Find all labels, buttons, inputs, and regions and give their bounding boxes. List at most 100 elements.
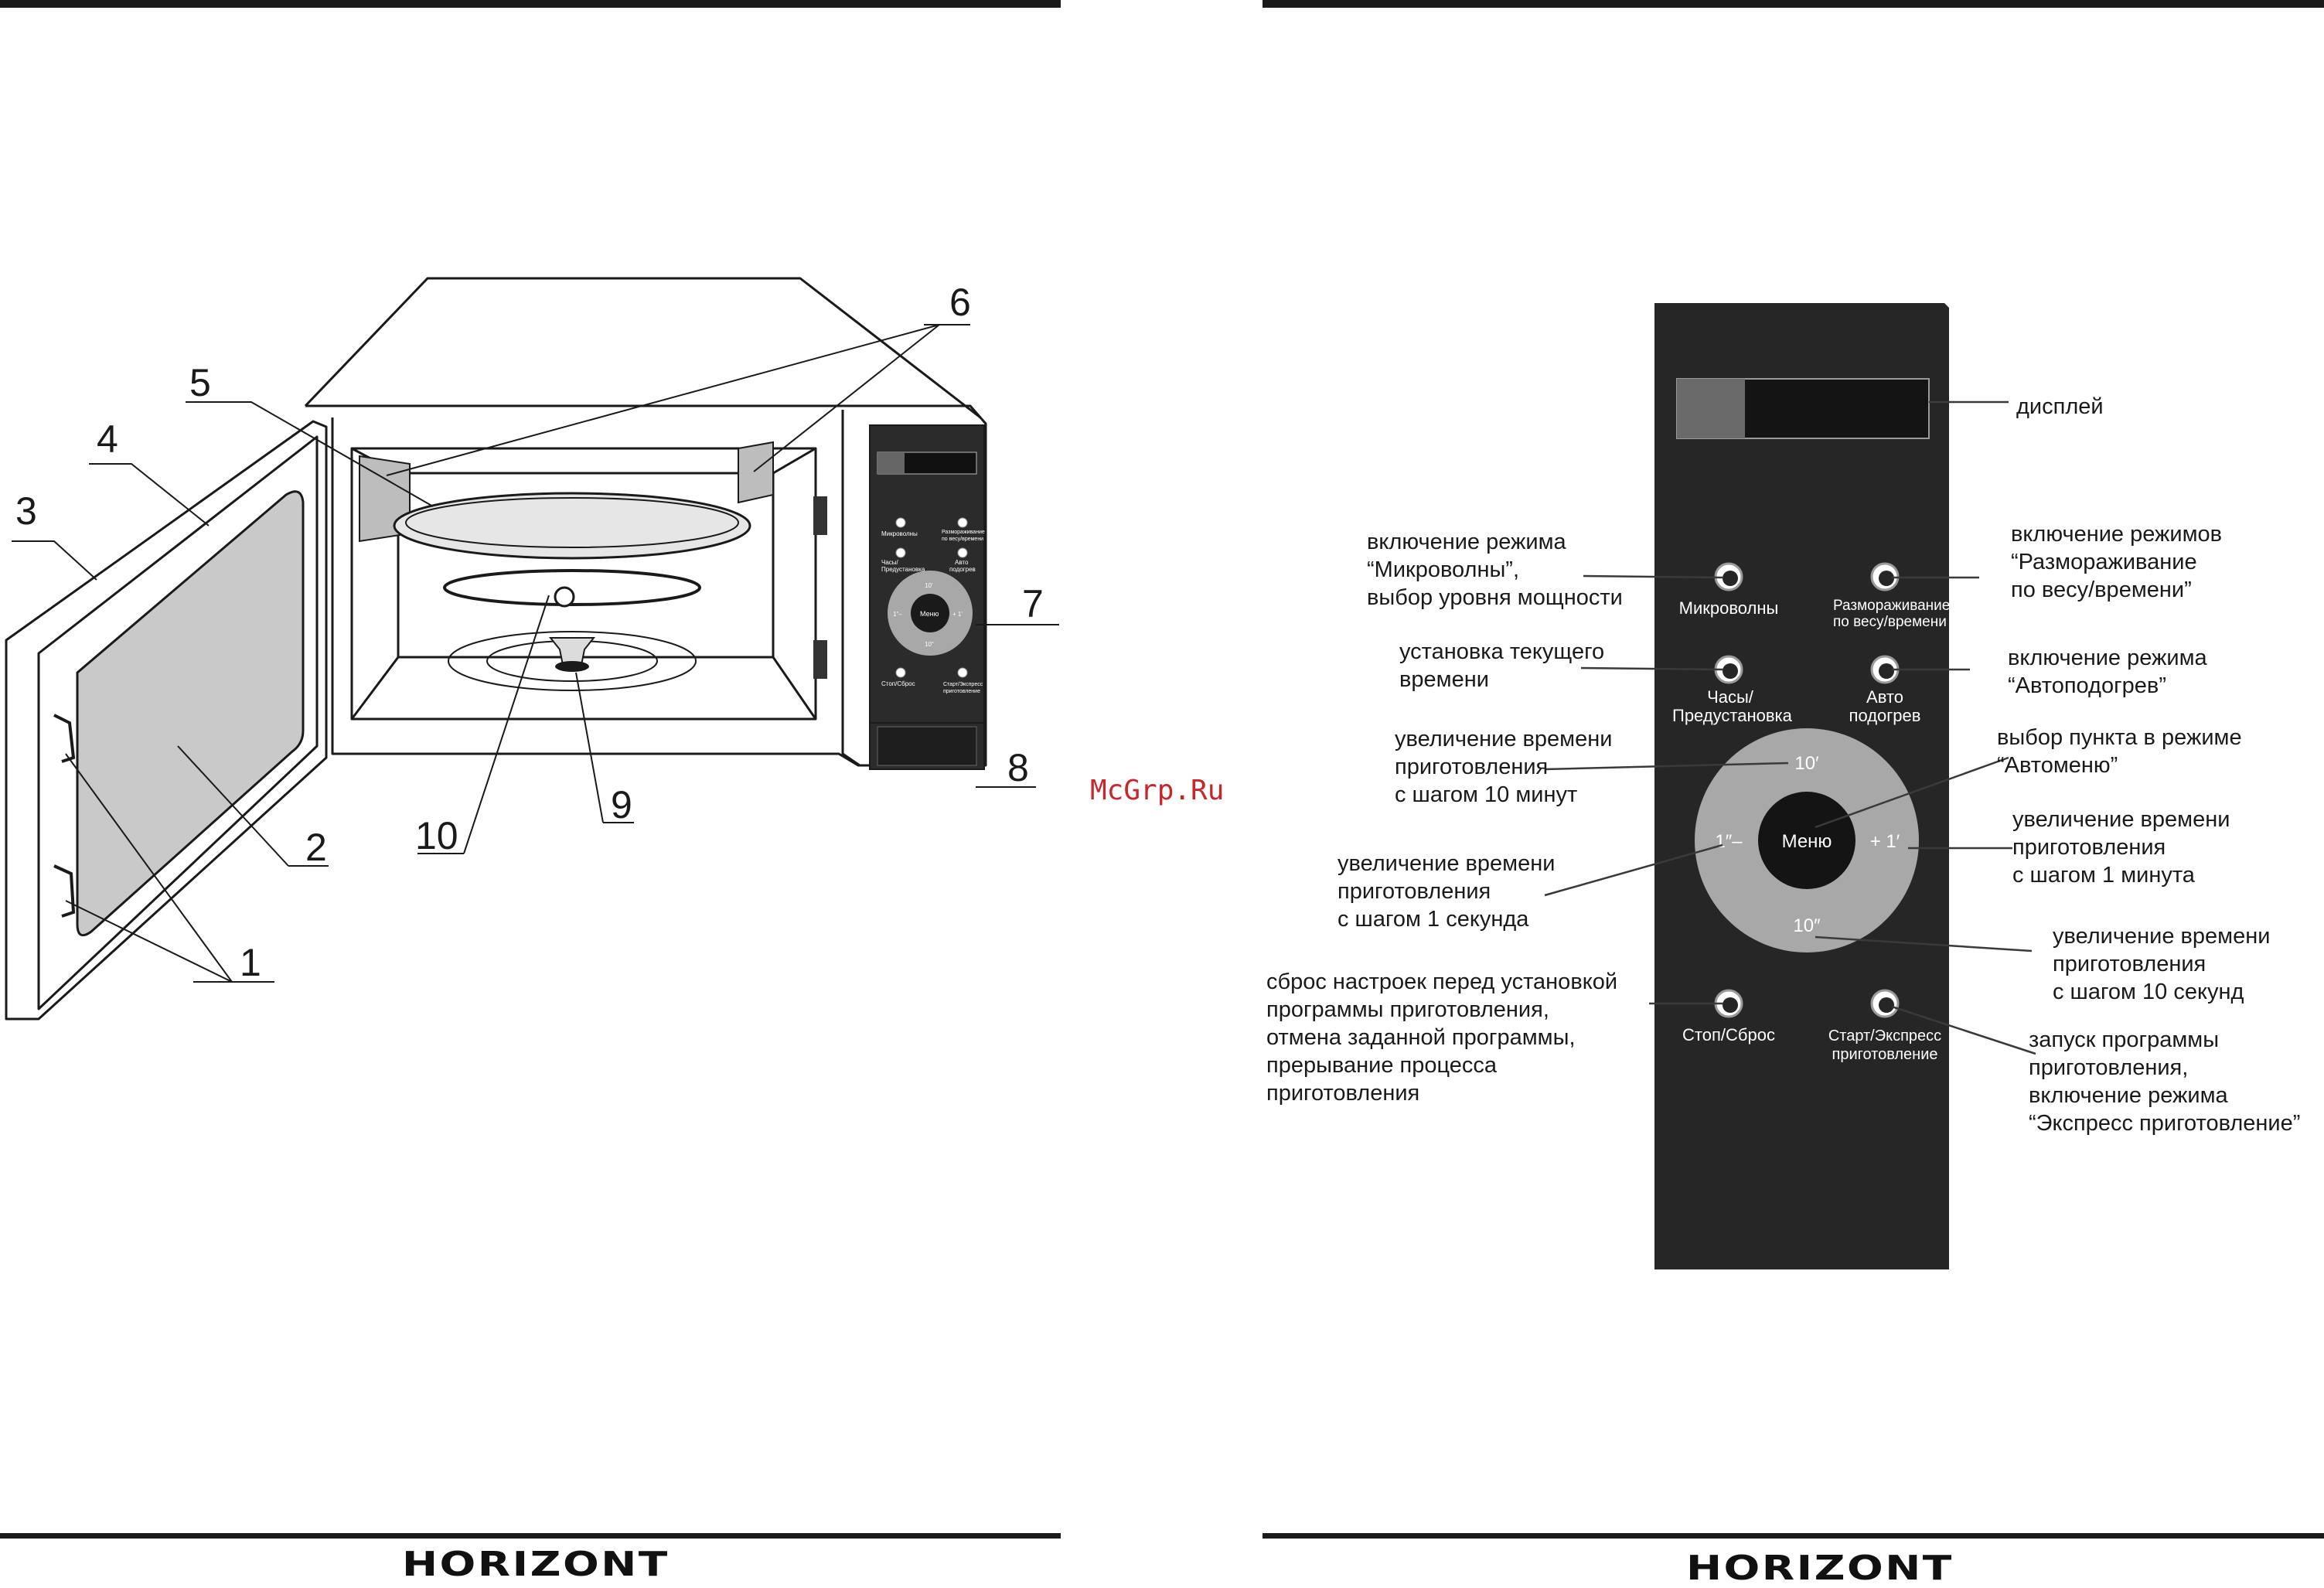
leader-menu [1815, 756, 2009, 829]
annotation-auto-line: “Автоподогрев” [2008, 673, 2166, 698]
door-window [76, 490, 305, 937]
callout-5: 5 [189, 361, 211, 404]
mini-label-defrost-1: Размораживание [942, 530, 985, 535]
panel-label-microwave: Микроволны [1678, 598, 1779, 618]
annotation-stop-line: приготовления [1266, 1081, 1420, 1106]
coupler [548, 637, 596, 666]
mini-label-1sec: 1"– [893, 611, 902, 618]
annotation-clock-line: времени [1399, 667, 1489, 692]
mini-label-10sec: 10" [925, 641, 934, 648]
glass-tray [393, 492, 751, 560]
side-frame [841, 410, 860, 767]
bottom-rule [1263, 1533, 2324, 1539]
lid-outline [304, 277, 981, 419]
mini-label-auto-2: подогрев [949, 566, 976, 573]
panel-label-auto: Авто подогрев [1832, 688, 1937, 725]
cavity-floor [448, 631, 697, 691]
annotation-1sec-line: приготовления [1337, 879, 1491, 904]
callout-1: 1 [240, 941, 261, 984]
annotation-1min: увеличение времени приготовления с шагом… [2012, 806, 2230, 889]
annotation-1sec: увеличение времени приготовления с шагом… [1337, 850, 1555, 933]
control-panel-diagram: 10′ 1″– Меню + 1′ 10″ [1263, 0, 2324, 1539]
panel-label-start-2: приготовление [1832, 1046, 1938, 1063]
panel-label-defrost-1: Размораживание [1833, 598, 1951, 614]
annotation-auto: включение режима “Автоподогрев” [2008, 644, 2207, 700]
page-left: Микроволны Размораживание по весу/времен… [0, 0, 1162, 1584]
callout-6: 6 [949, 281, 971, 324]
annotation-start-line: запуск программы [2029, 1027, 2220, 1052]
mini-button-auto [957, 547, 968, 558]
annotation-stop-line: прерывание процесса [1266, 1053, 1498, 1078]
annotation-start-line: включение режима [2029, 1083, 2228, 1108]
mini-label-clock-1: Часы/ [881, 559, 899, 566]
panel-label-clock: Часы/ Предустановка [1672, 687, 1792, 725]
mini-label-microwave: Микроволны [881, 530, 918, 537]
annotation-microwave: включение режима “Микроволны”, выбор уро… [1367, 528, 1623, 612]
mini-label-1min: + 1' [952, 611, 963, 618]
callout-7: 7 [1022, 582, 1044, 625]
panel-label-defrost-2: по весу/времени [1833, 614, 1947, 630]
mini-button-defrost [957, 517, 968, 528]
annotation-1min-line: увеличение времени [2012, 807, 2230, 832]
annotation-10sec: увеличение времени приготовления с шагом… [2053, 922, 2270, 1006]
bottom-rule [0, 1533, 1061, 1539]
annotation-1sec-line: увеличение времени [1337, 851, 1556, 876]
annotation-10min-line: приготовления [1395, 755, 1549, 779]
annotation-stop-line: программы приготовления, [1266, 997, 1549, 1022]
annotation-10sec-line: приготовления [2053, 952, 2206, 976]
annotation-1sec-line: с шагом 1 секунда [1337, 907, 1529, 932]
annotation-microwave-line: выбор уровня мощности [1367, 585, 1623, 610]
brand-logo-left: HORIZONT [402, 1545, 670, 1584]
brand-logo-right: HORIZONT [1686, 1549, 1954, 1588]
annotation-menu-line: “Автоменю” [1997, 753, 2118, 778]
annotation-10min-line: с шагом 10 минут [1395, 782, 1578, 807]
annotation-clock-line: установка текущего [1399, 639, 1605, 664]
panel-label-clock-1: Часы/ [1707, 687, 1753, 707]
annotation-microwave-line: включение режима [1367, 530, 1566, 554]
callout-9: 9 [611, 783, 632, 826]
mini-button-clock [895, 547, 906, 558]
door-latches [53, 714, 76, 918]
mini-button-start [957, 667, 968, 678]
callout-8: 8 [1007, 746, 1029, 789]
annotation-menu-line: выбор пункта в режиме [1997, 725, 2242, 750]
top-rule [1263, 0, 2324, 8]
annotation-stop: сброс настроек перед установкой программ… [1266, 968, 1617, 1107]
mini-button-microwave [895, 517, 906, 528]
annotation-start: запуск программы приготовления, включени… [2029, 1026, 2300, 1137]
callout-4: 4 [97, 417, 118, 461]
door-outline [5, 420, 328, 1021]
callout-2: 2 [305, 826, 327, 869]
annotation-10sec-line: увеличение времени [2053, 924, 2271, 949]
roller-ring [443, 569, 701, 606]
top-rule [0, 0, 1061, 8]
mini-label-start-1: Старт/Экспресс [943, 682, 983, 687]
side-slot-top [813, 496, 827, 535]
panel-label-clock-2: Предустановка [1672, 706, 1792, 725]
dial-label-10sec: 10″ [1793, 915, 1821, 936]
dial-label-1sec: 1″– [1715, 831, 1743, 852]
panel-label-start: Старт/Экспресс приготовление [1827, 1027, 1943, 1064]
mini-label-menu: Меню [920, 610, 939, 618]
microwave-illustration: Микроволны Размораживание по весу/времен… [0, 0, 1061, 1539]
leader-10sec [1815, 935, 2033, 952]
leader-10min [1544, 762, 1789, 771]
panel-label-auto-1: Авто [1866, 687, 1903, 707]
leader-start [1891, 1005, 2036, 1055]
annotation-defrost-line: по весу/времени” [2011, 578, 2192, 602]
mini-label-start-2: приготовление [943, 689, 980, 694]
annotation-stop-line: отмена заданной программы, [1266, 1025, 1576, 1050]
callout-10: 10 [415, 814, 458, 857]
door-inner [37, 435, 319, 1010]
watermark: McGrp.Ru [1090, 775, 1225, 806]
annotation-1min-line: с шагом 1 минута [2012, 863, 2195, 888]
dial-label-menu: Меню [1782, 831, 1832, 852]
annotation-10min: увеличение времени приготовления с шагом… [1395, 725, 1612, 809]
panel-label-stop: Стоп/Сброс [1682, 1025, 1775, 1044]
annotation-defrost-line: “Размораживание [2011, 550, 2197, 574]
annotation-auto-line: включение режима [2008, 646, 2207, 670]
annotation-microwave-line: “Микроволны”, [1367, 557, 1520, 582]
page-right: 10′ 1″– Меню + 1′ 10″ Микроволны Размора… [1162, 0, 2324, 1588]
annotation-display: дисплей [2016, 394, 2104, 419]
dial-label-1min: + 1′ [1870, 831, 1900, 852]
